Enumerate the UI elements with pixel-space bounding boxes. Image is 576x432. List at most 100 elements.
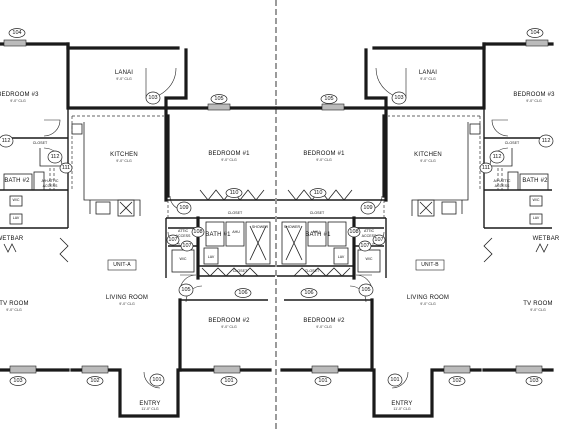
- svg-text:105: 105: [214, 96, 223, 102]
- svg-text:104: 104: [530, 30, 539, 36]
- lav-label-2b: LAV: [533, 216, 540, 220]
- tag-108-a: 108: [191, 226, 205, 238]
- room-bedroom2: BEDROOM #2: [208, 318, 250, 324]
- svg-text:107: 107: [360, 243, 369, 249]
- tag-103-b: 103: [391, 91, 407, 105]
- closet-label-2: CLOSET: [233, 269, 248, 273]
- svg-text:109: 109: [179, 205, 188, 211]
- closet-label-3b: CLOSET: [505, 141, 520, 145]
- room-living-b: LIVING ROOM: [407, 295, 449, 301]
- room-bedroom1-b: BEDROOM #1: [303, 151, 345, 157]
- svg-text:108: 108: [349, 229, 358, 235]
- room-bedroom3: BEDROOM #3: [0, 92, 39, 98]
- svg-text:112: 112: [51, 154, 60, 160]
- tag-110-a: 110: [225, 188, 243, 198]
- ceiling-bedroom3: 9'-0" CLG: [10, 99, 26, 103]
- svg-text:103: 103: [529, 378, 538, 384]
- svg-text:105: 105: [361, 287, 370, 293]
- tag-108-b: 108: [347, 226, 361, 238]
- unit-b-walls: [275, 38, 554, 418]
- room-bath1-b: BATH #1: [305, 232, 331, 238]
- tag-112-a2: 112: [47, 150, 63, 164]
- svg-text:106: 106: [304, 290, 313, 296]
- wc-label-2b: W/C: [533, 198, 540, 202]
- ceiling-lanai-b: 9'-0" CLG: [420, 77, 436, 81]
- svg-text:105: 105: [181, 287, 190, 293]
- tag-101-b2: 101: [314, 376, 332, 386]
- ceiling-bedroom3-b: 9'-0" CLG: [526, 99, 542, 103]
- room-kitchen-b: KITCHEN: [414, 152, 442, 158]
- ahu-label-b: AHU: [312, 230, 320, 234]
- room-tv-b: TV ROOM: [523, 301, 552, 307]
- tag-107-a2: 107: [166, 234, 180, 246]
- unit-a-label: UNIT-A: [113, 262, 131, 268]
- attic-label-b: ATTIC: [364, 229, 375, 233]
- ceiling-bedroom1: 9'-0" CLG: [221, 158, 237, 162]
- tag-103-a2: 103: [9, 376, 27, 386]
- ceiling-kitchen: 9'-0" CLG: [116, 159, 132, 163]
- ceiling-lanai: 9'-0" CLG: [116, 77, 132, 81]
- room-bedroom2-b: BEDROOM #2: [303, 318, 345, 324]
- shower-label-b: SHOWER: [284, 225, 301, 229]
- wc-label-b: W/C: [366, 257, 373, 261]
- room-lanai-b: LANAI: [419, 70, 437, 76]
- ceiling-bedroom2: 9'-0" CLG: [221, 325, 237, 329]
- closet-label-3: CLOSET: [33, 141, 48, 145]
- tag-112-b1: 112: [538, 134, 554, 148]
- ceiling-bedroom1-b: 9'-0" CLG: [316, 158, 332, 162]
- svg-text:112: 112: [542, 138, 551, 144]
- tag-103-a: 103: [145, 91, 161, 105]
- room-entry: ENTRY: [139, 401, 160, 407]
- closet-label-1: CLOSET: [228, 211, 243, 215]
- ahu-label: AHU: [232, 230, 240, 234]
- svg-text:111: 111: [482, 165, 490, 171]
- tag-106-a: 106: [234, 288, 252, 298]
- attic-label: ATTIC: [178, 229, 189, 233]
- svg-text:106: 106: [238, 290, 247, 296]
- access-label-b: ACCESS: [362, 234, 377, 238]
- svg-text:102: 102: [90, 378, 99, 384]
- svg-text:112: 112: [2, 138, 11, 144]
- svg-text:101: 101: [318, 378, 327, 384]
- svg-text:102: 102: [452, 378, 461, 384]
- tag-105-a1: 105: [210, 94, 228, 104]
- tags: 104 103 105 112 112 110 109 108 107 107 …: [0, 28, 554, 387]
- svg-text:103: 103: [13, 378, 22, 384]
- ceiling-tv-b: 9'-0" CLG: [530, 308, 546, 312]
- ceiling-entry-b: 11'-0" CLG: [393, 407, 410, 411]
- tag-109-a: 109: [176, 201, 192, 215]
- room-lanai: LANAI: [115, 70, 133, 76]
- svg-text:110: 110: [314, 190, 323, 196]
- tag-110-b: 110: [309, 188, 327, 198]
- ahu-attic-label-b: A/H ATTIC: [494, 179, 511, 183]
- svg-text:104: 104: [12, 30, 21, 36]
- svg-text:103: 103: [394, 95, 403, 101]
- tag-101-a1: 101: [149, 373, 165, 387]
- room-tv: TV ROOM: [0, 301, 29, 307]
- ceiling-tv: 9'-0" CLG: [6, 308, 22, 312]
- svg-text:107: 107: [374, 237, 383, 243]
- svg-text:112: 112: [493, 154, 502, 160]
- ceiling-kitchen-b: 9'-0" CLG: [420, 159, 436, 163]
- tag-101-b1: 101: [387, 373, 403, 387]
- room-kitchen: KITCHEN: [110, 152, 138, 158]
- unit-a-walls: [0, 38, 277, 418]
- tag-105-b2: 105: [358, 283, 374, 297]
- ahu-attic-label: A/H ATTIC: [42, 179, 59, 183]
- closet-label-2b: CLOSET: [305, 269, 320, 273]
- room-entry-b: ENTRY: [391, 401, 412, 407]
- ceiling-living: 9'-0" CLG: [119, 302, 135, 306]
- closet-label-1b: CLOSET: [310, 211, 325, 215]
- room-wetbar: WETBAR: [0, 236, 24, 242]
- svg-text:107: 107: [182, 243, 191, 249]
- wc-label-2: W/C: [13, 198, 20, 202]
- ceiling-entry: 11'-0" CLG: [141, 407, 158, 411]
- svg-text:101: 101: [224, 378, 233, 384]
- svg-text:111: 111: [62, 165, 70, 171]
- tag-109-b: 109: [360, 201, 376, 215]
- tag-112-b2: 112: [489, 150, 505, 164]
- tag-102-b: 102: [448, 376, 466, 386]
- ceiling-living-b: 9'-0" CLG: [420, 302, 436, 306]
- room-wetbar-b: WETBAR: [533, 236, 560, 242]
